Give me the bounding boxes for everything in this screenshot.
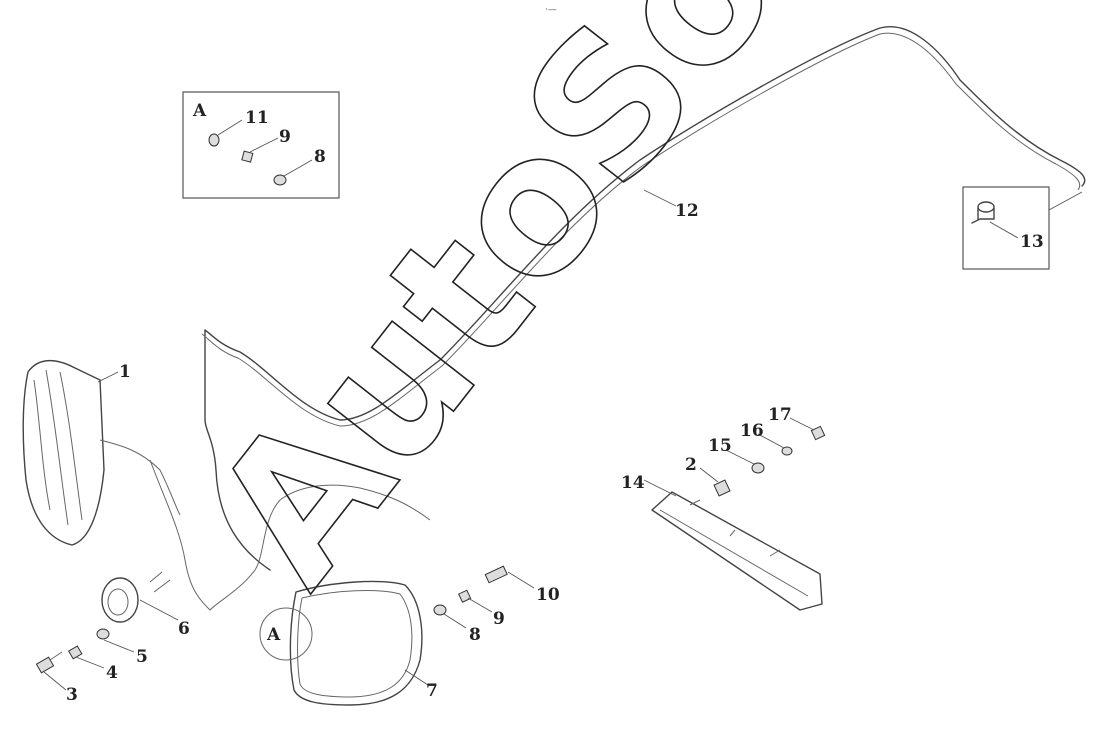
harness xyxy=(149,459,431,611)
callout-10: 10 xyxy=(536,585,560,605)
callout-16: 16 xyxy=(740,421,764,441)
callout-6: 6 xyxy=(178,619,190,639)
callout-9: 9 xyxy=(493,609,505,629)
watermark: AutoSoft xyxy=(171,0,927,623)
callout-1: 1 xyxy=(119,362,131,382)
fasteners-left: 3 4 5 xyxy=(35,628,148,705)
view-marker-a: A xyxy=(266,625,281,645)
headlamp: 1 xyxy=(22,359,181,546)
callout-15: 15 xyxy=(708,436,732,456)
bracket-strip: 14 2 15 16 17 xyxy=(621,405,826,611)
washer-hose xyxy=(204,26,1086,571)
indicator-housing: 7 A xyxy=(259,580,438,706)
detail-a-callout-11: 11 xyxy=(245,108,269,128)
detail-a-label: A xyxy=(192,101,207,121)
detail-a-callout-8: 8 xyxy=(314,147,326,167)
leveling-motor: 6 xyxy=(101,571,190,639)
washer-hose-inner xyxy=(201,32,1081,427)
callout-3: 3 xyxy=(66,685,78,705)
callout-12: 12 xyxy=(675,201,699,221)
callout-5: 5 xyxy=(136,647,148,667)
callout-17: 17 xyxy=(768,405,792,425)
fasteners-middle: 8 9 10 xyxy=(433,565,560,645)
detail-13-callout: 13 xyxy=(1020,232,1044,252)
callout-14: 14 xyxy=(621,473,645,493)
callout-2: 2 xyxy=(685,455,697,475)
callout-8: 8 xyxy=(469,625,481,645)
detail-box-a: A 11 9 8 xyxy=(182,91,340,199)
detail-a-callout-9: 9 xyxy=(279,127,291,147)
detail-box-13: 13 xyxy=(962,186,1083,270)
callout-7: 7 xyxy=(426,681,438,701)
callout-4: 4 xyxy=(106,663,118,683)
header-mark: ·— xyxy=(545,5,557,15)
